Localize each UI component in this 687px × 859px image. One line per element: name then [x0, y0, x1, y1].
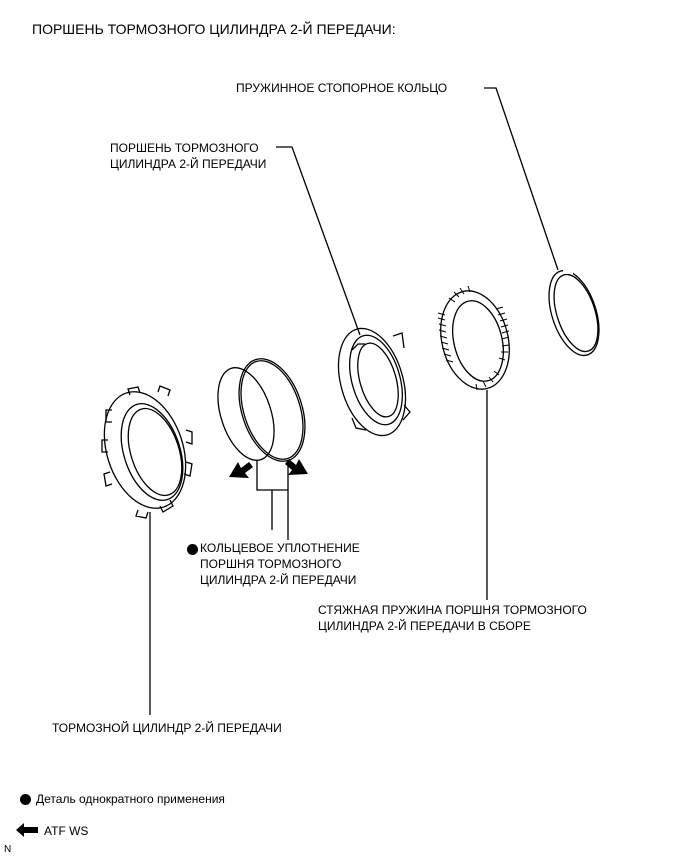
- piston-label-line1: ПОРШЕНЬ ТОРМОЗНОГО: [110, 141, 259, 155]
- spring-label-line1: СТЯЖНАЯ ПРУЖИНА ПОРШНЯ ТОРМОЗНОГО: [318, 603, 587, 617]
- corner-mark: N: [4, 844, 12, 855]
- o-ring-label-line2: ПОРШНЯ ТОРМОЗНОГО: [200, 557, 342, 571]
- spring-assembly-label: СТЯЖНАЯ ПРУЖИНА ПОРШНЯ ТОРМОЗНОГО ЦИЛИНД…: [318, 602, 587, 634]
- piston-leader: [276, 146, 361, 336]
- snap-ring-label: ПРУЖИННОЕ СТОПОРНОЕ КОЛЬЦО: [236, 81, 448, 95]
- atf-arrows: [229, 459, 308, 478]
- brake-cylinder-label: ТОРМОЗНОЙ ЦИЛИНДР 2-Й ПЕРЕДАЧИ: [52, 721, 282, 735]
- o-ring-leader: [256, 460, 289, 540]
- legend-atf: ATF WS: [44, 824, 89, 838]
- spring-label-line2: ЦИЛИНДРА 2-Й ПЕРЕДАЧИ В СБОРЕ: [318, 619, 531, 633]
- snap-ring-part: [548, 268, 600, 357]
- o-ring-label-line1: КОЛЬЦЕВОЕ УПЛОТНЕНИЕ: [200, 541, 360, 555]
- brake-cylinder-part: [101, 385, 193, 519]
- legend-dot-icon: [20, 794, 31, 805]
- legend-nonreusable: Деталь однократного применения: [36, 792, 225, 806]
- o-ring-label-line3: ЦИЛИНДРА 2-Й ПЕРЕДАЧИ: [200, 573, 357, 587]
- brake-piston-part: [337, 327, 411, 437]
- page-title: ПОРШЕНЬ ТОРМОЗНОГО ЦИЛИНДРА 2-Й ПЕРЕДАЧИ…: [32, 21, 396, 37]
- return-spring-assembly-part: [437, 285, 510, 391]
- snap-ring-leader: [484, 87, 559, 271]
- atf-legend-arrow-icon: [16, 823, 38, 837]
- nonreusable-dot-icon: [187, 544, 198, 555]
- piston-label-line2: ЦИЛИНДРА 2-Й ПЕРЕДАЧИ: [110, 157, 267, 171]
- o-ring-label: КОЛЬЦЕВОЕ УПЛОТНЕНИЕ ПОРШНЯ ТОРМОЗНОГО Ц…: [200, 540, 360, 588]
- piston-label: ПОРШЕНЬ ТОРМОЗНОГО ЦИЛИНДРА 2-Й ПЕРЕДАЧИ: [110, 140, 266, 172]
- o-ring-seals-part: [217, 358, 306, 462]
